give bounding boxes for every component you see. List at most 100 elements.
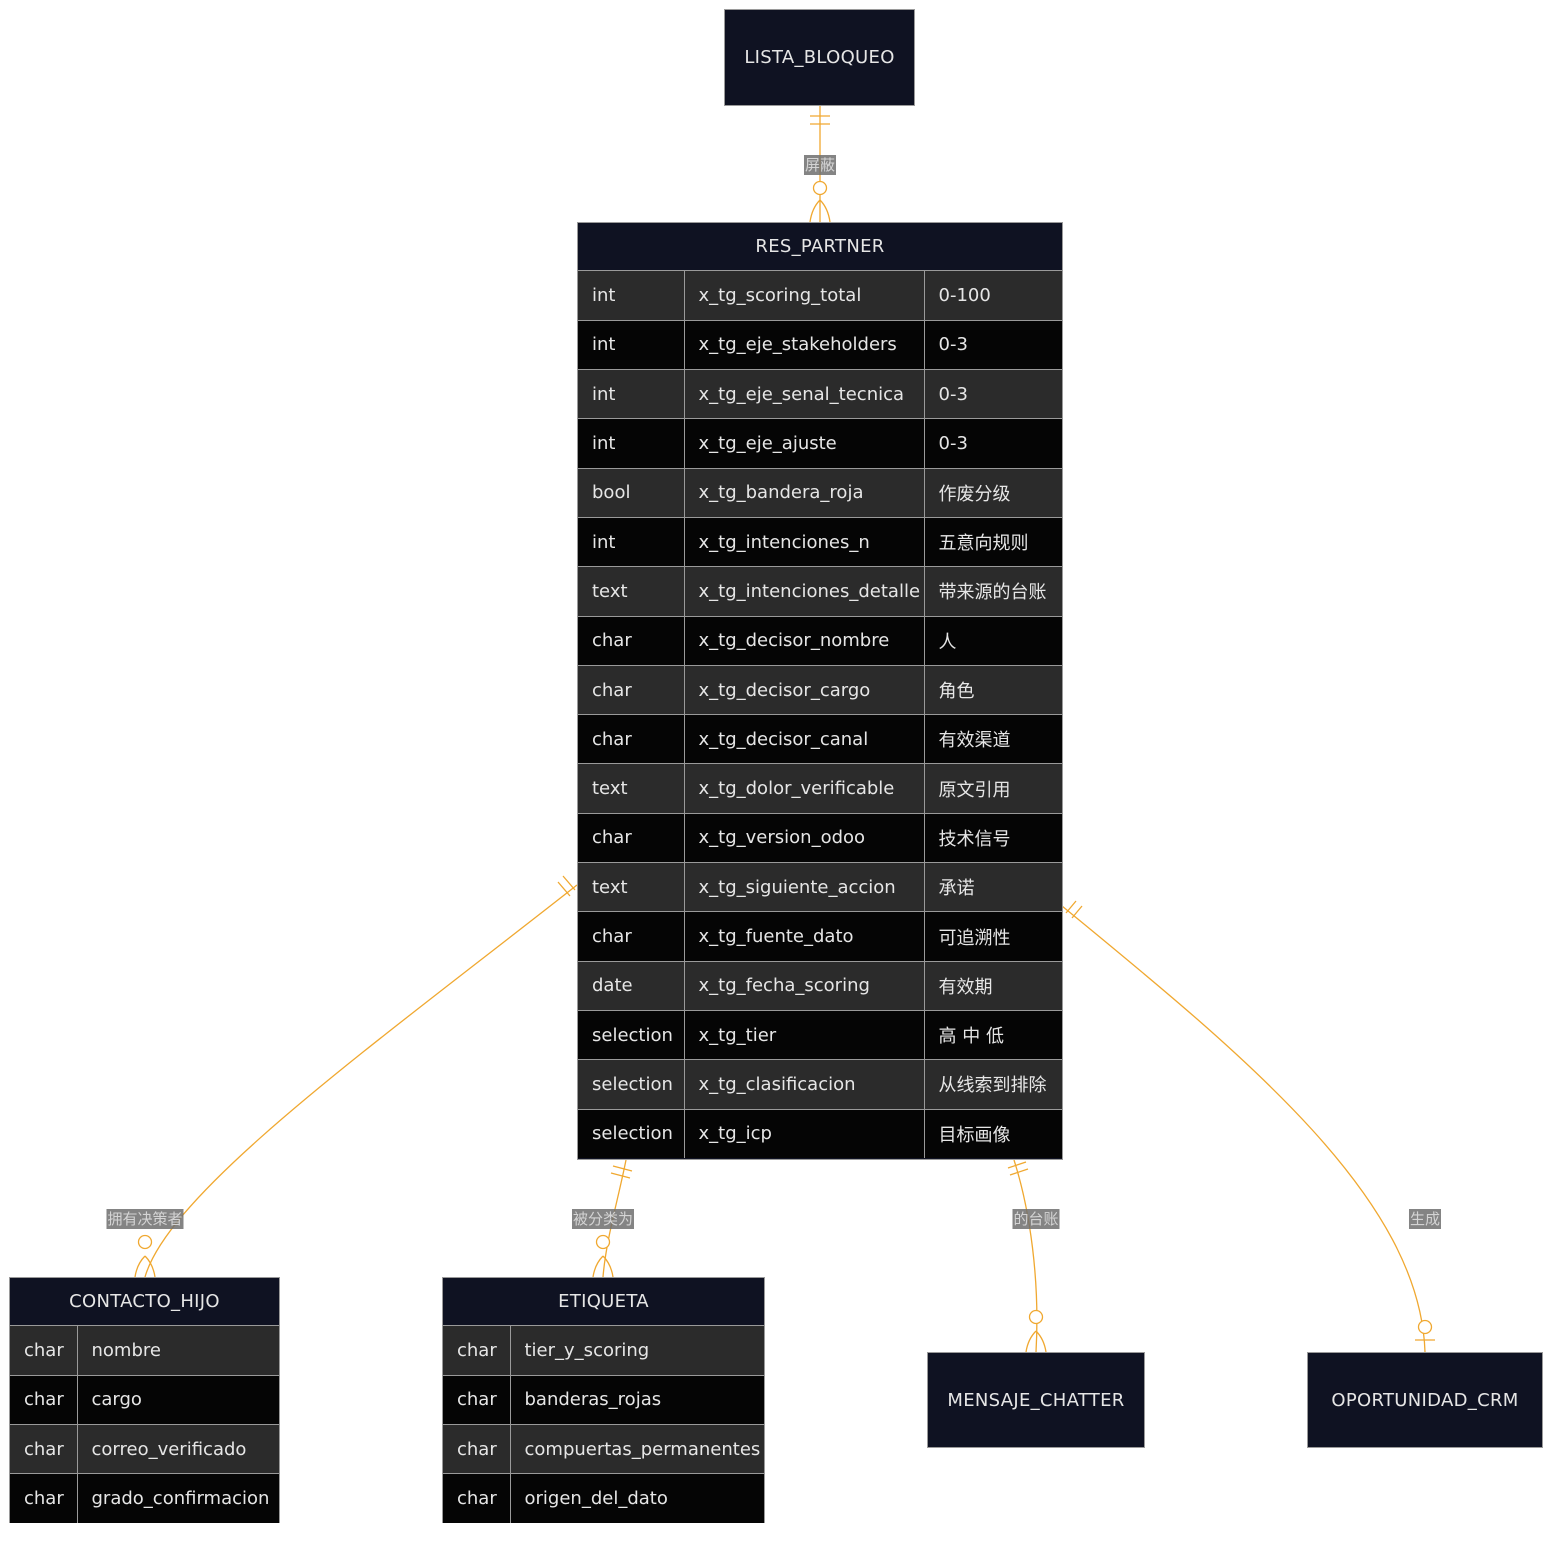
attribute-comment: 0-100 <box>923 271 1062 321</box>
edge-decisor-zero <box>137 1234 153 1250</box>
attribute-name: x_tg_fecha_scoring <box>683 960 924 1011</box>
attribute-name: x_tg_siguiente_accion <box>683 862 924 912</box>
edge-bloquea-one <box>810 115 830 125</box>
attribute-type: char <box>578 615 684 666</box>
rel-label-decisor: 拥有决策者 <box>106 1209 184 1229</box>
attribute-name: x_tg_decisor_canal <box>683 714 924 764</box>
rel-label-chatter: 的台账 <box>1012 1209 1060 1229</box>
entity-title: RES_PARTNER <box>578 223 1062 271</box>
edge-oportunidad-zero <box>1417 1319 1433 1335</box>
attribute-comment: 承诺 <box>923 862 1062 912</box>
attribute-type: char <box>10 1424 77 1474</box>
attribute-name: cargo <box>76 1374 279 1425</box>
edge-chatter-many <box>1025 1330 1047 1353</box>
rel-label-oportunidad: 生成 <box>1408 1209 1442 1229</box>
edge-etiqueta-one <box>610 1165 633 1179</box>
attribute-type: int <box>578 418 684 469</box>
attribute-comment: 从线索到排除 <box>923 1059 1062 1110</box>
attribute-type: bool <box>578 467 684 518</box>
attribute-type: char <box>578 714 684 764</box>
attribute-name: x_tg_fuente_dato <box>683 911 924 962</box>
attribute-comment: 技术信号 <box>923 812 1062 863</box>
entity-title: CONTACTO_HIJO <box>10 1278 279 1326</box>
attribute-name: origen_del_dato <box>509 1473 764 1524</box>
attribute-comment: 有效期 <box>923 960 1062 1011</box>
edge-bloquea-zero <box>812 180 828 196</box>
attribute-type: int <box>578 369 684 419</box>
attribute-name: banderas_rojas <box>509 1374 764 1425</box>
attribute-comment: 0-3 <box>923 369 1062 419</box>
entity-title: MENSAJE_CHATTER <box>947 1389 1125 1411</box>
entity-lista-bloqueo[interactable]: LISTA_BLOQUEO <box>724 9 915 106</box>
edge-decisor-one <box>557 875 576 897</box>
attribute-comment: 角色 <box>923 664 1062 715</box>
edge-etiqueta-zero <box>595 1234 611 1250</box>
attribute-type: int <box>578 516 684 567</box>
attribute-name: x_tg_decisor_cargo <box>683 664 924 715</box>
attribute-comment: 人 <box>923 615 1062 666</box>
attribute-type: int <box>578 319 684 370</box>
attribute-type: date <box>578 960 684 1011</box>
attribute-name: x_tg_bandera_roja <box>683 467 924 518</box>
attribute-comment: 带来源的台账 <box>923 566 1062 617</box>
attribute-name: x_tg_eje_ajuste <box>683 418 924 469</box>
attribute-type: int <box>578 271 684 321</box>
attribute-type: char <box>578 911 684 962</box>
attribute-comment: 高 中 低 <box>923 1009 1062 1060</box>
attribute-type: char <box>578 812 684 863</box>
attribute-type: char <box>443 1326 510 1376</box>
entity-title: OPORTUNIDAD_CRM <box>1331 1389 1519 1411</box>
attribute-type: char <box>443 1473 510 1524</box>
entity-mensaje-chatter[interactable]: MENSAJE_CHATTER <box>927 1352 1145 1448</box>
edge-chatter-one <box>1007 1161 1029 1176</box>
attribute-name: x_tg_eje_senal_tecnica <box>683 369 924 419</box>
attribute-type: char <box>10 1473 77 1524</box>
entity-oportunidad-crm[interactable]: OPORTUNIDAD_CRM <box>1307 1352 1543 1448</box>
edge-oportunidad <box>1061 905 1426 1353</box>
edge-chatter-zero <box>1028 1309 1044 1325</box>
attribute-comment: 原文引用 <box>923 763 1062 814</box>
entity-title: ETIQUETA <box>443 1278 764 1326</box>
attribute-comment: 目标画像 <box>923 1108 1062 1159</box>
edge-etiqueta-many <box>592 1255 614 1278</box>
attribute-name: correo_verificado <box>76 1424 279 1474</box>
attribute-type: text <box>578 763 684 814</box>
attribute-name: x_tg_intenciones_detalle <box>683 566 924 617</box>
edge-decisor <box>144 884 578 1278</box>
attribute-name: x_tg_eje_stakeholders <box>683 319 924 370</box>
edge-bloquea-many <box>809 199 831 223</box>
attribute-type: char <box>443 1424 510 1474</box>
attribute-type: text <box>578 862 684 912</box>
edge-chatter <box>1013 1159 1038 1353</box>
edge-oportunidad-one <box>1065 900 1083 919</box>
attribute-name: x_tg_scoring_total <box>683 271 924 321</box>
attribute-type: char <box>10 1374 77 1425</box>
rel-label-etiqueta: 被分类为 <box>571 1209 635 1229</box>
